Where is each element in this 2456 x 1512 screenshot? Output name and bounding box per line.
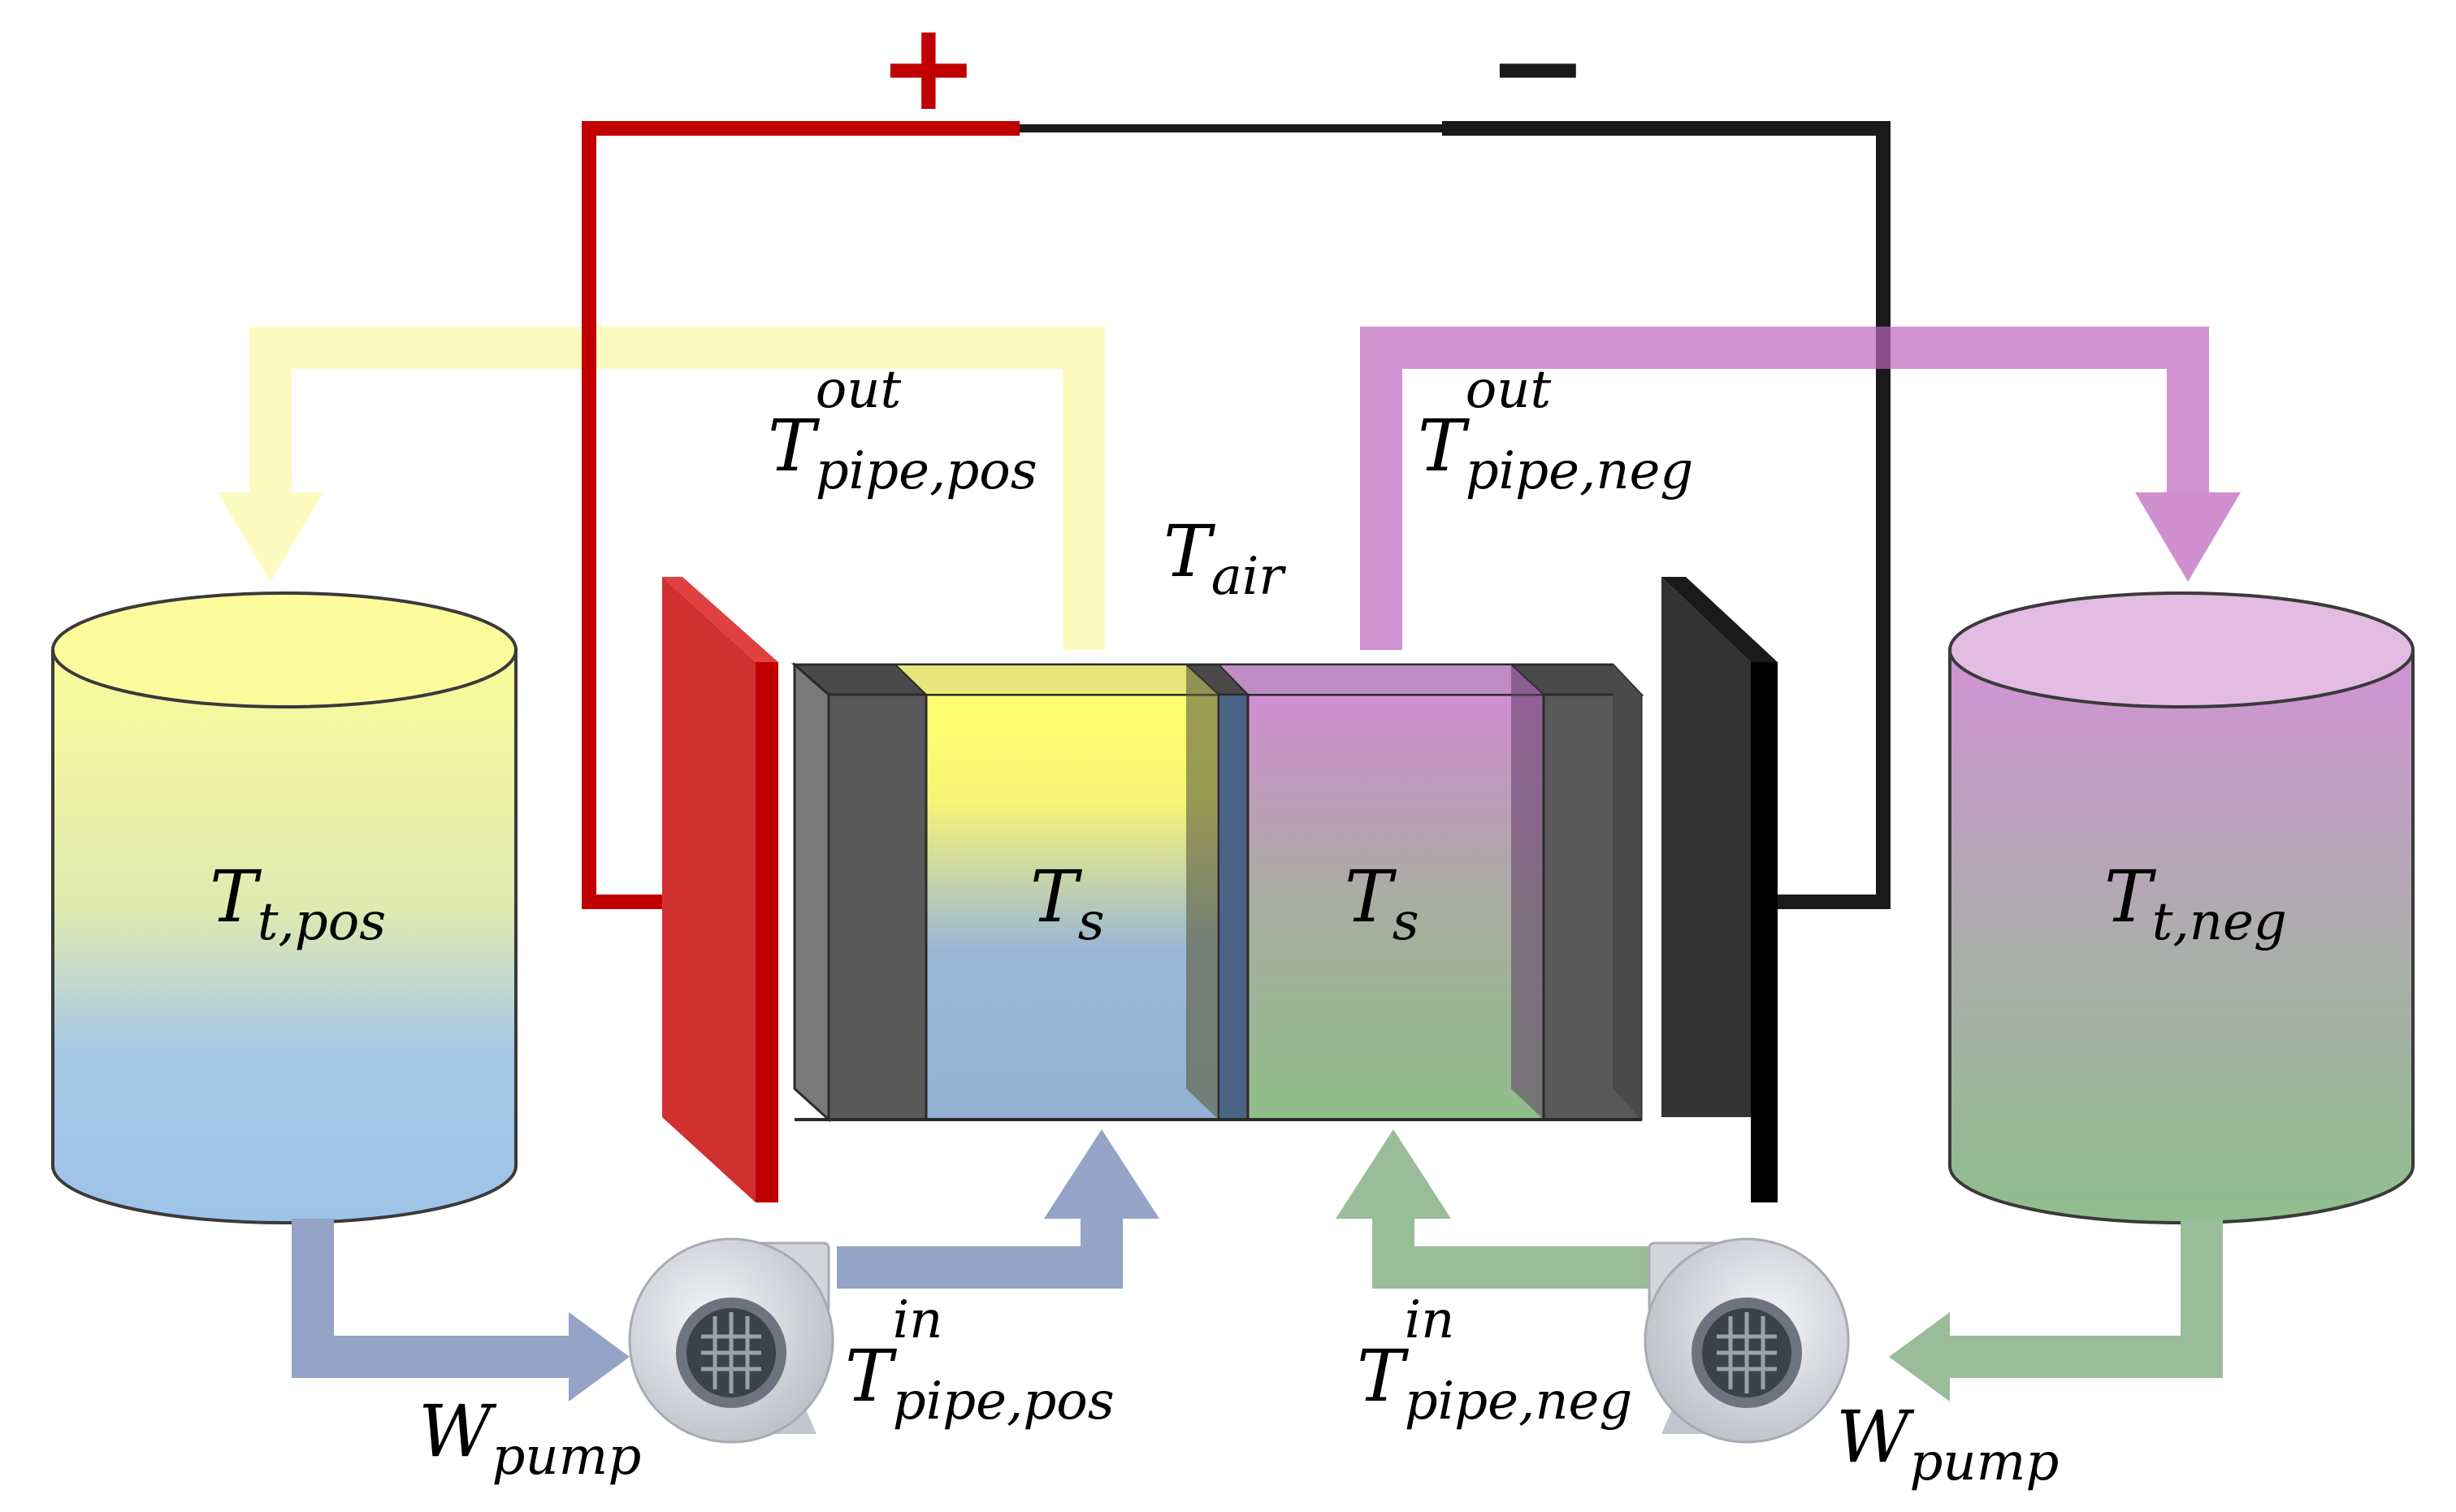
pos-outlet-pipe bbox=[218, 327, 1105, 650]
positive-tank bbox=[51, 591, 518, 1224]
negative-end-plate bbox=[1661, 577, 1778, 1202]
label-t-s-pos: Ts bbox=[1030, 855, 1105, 952]
cell-stack bbox=[791, 661, 1644, 1123]
label-t-tank-neg: Tt,neg bbox=[2104, 855, 2287, 952]
negative-terminal-sign: − bbox=[1487, 0, 1589, 138]
positive-end-plate bbox=[662, 577, 778, 1202]
circuit-wires bbox=[582, 121, 1891, 909]
negative-tank bbox=[1948, 591, 2415, 1224]
neg-inlet-pipe bbox=[1336, 1129, 2223, 1402]
label-w-pump-left: Wpump bbox=[418, 1389, 642, 1487]
positive-terminal-sign: + bbox=[877, 0, 980, 138]
neg-outlet-pipe bbox=[1360, 327, 2241, 650]
label-w-pump-right: Wpump bbox=[1836, 1395, 2060, 1493]
label-t-tank-pos: Tt,pos bbox=[210, 855, 387, 952]
pump-left-icon bbox=[628, 1237, 834, 1444]
wire-pipe-crossing bbox=[1876, 327, 1891, 369]
label-t-s-neg: Ts bbox=[1345, 855, 1419, 952]
label-t-air: Tair bbox=[1163, 509, 1284, 607]
pump-right-icon bbox=[1644, 1237, 1850, 1444]
pos-inlet-pipe bbox=[292, 1129, 1159, 1402]
